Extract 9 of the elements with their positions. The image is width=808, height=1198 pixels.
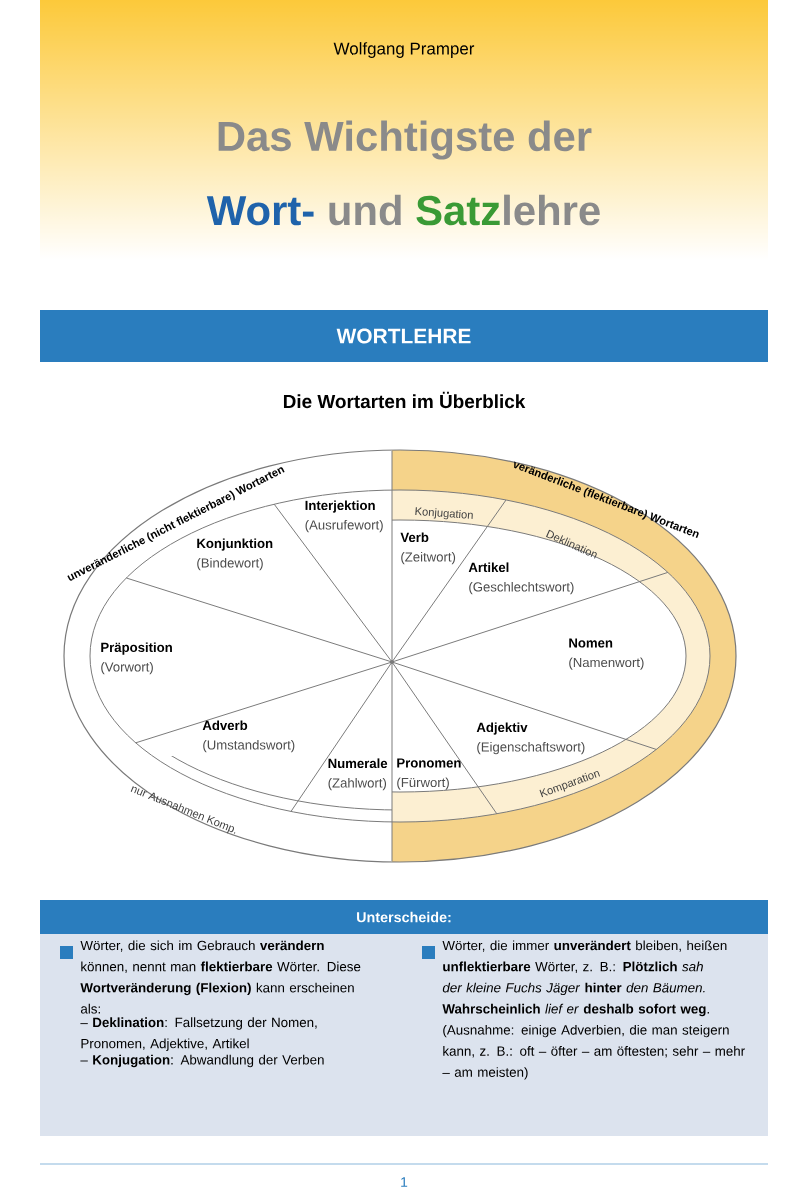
label: Satz <box>416 195 500 226</box>
label: Wort- <box>206 196 314 226</box>
label: und <box>329 194 401 226</box>
subtitle: Die Wortarten im Überblick <box>283 391 526 409</box>
title: Wort- und Satzlehre <box>206 194 600 226</box>
label: lehre <box>504 194 600 226</box>
section-bar: WORTLEHRE <box>40 310 768 362</box>
author-name: Wolfgang Pramper <box>333 42 475 58</box>
title: Das Wichtigste der <box>218 120 592 160</box>
